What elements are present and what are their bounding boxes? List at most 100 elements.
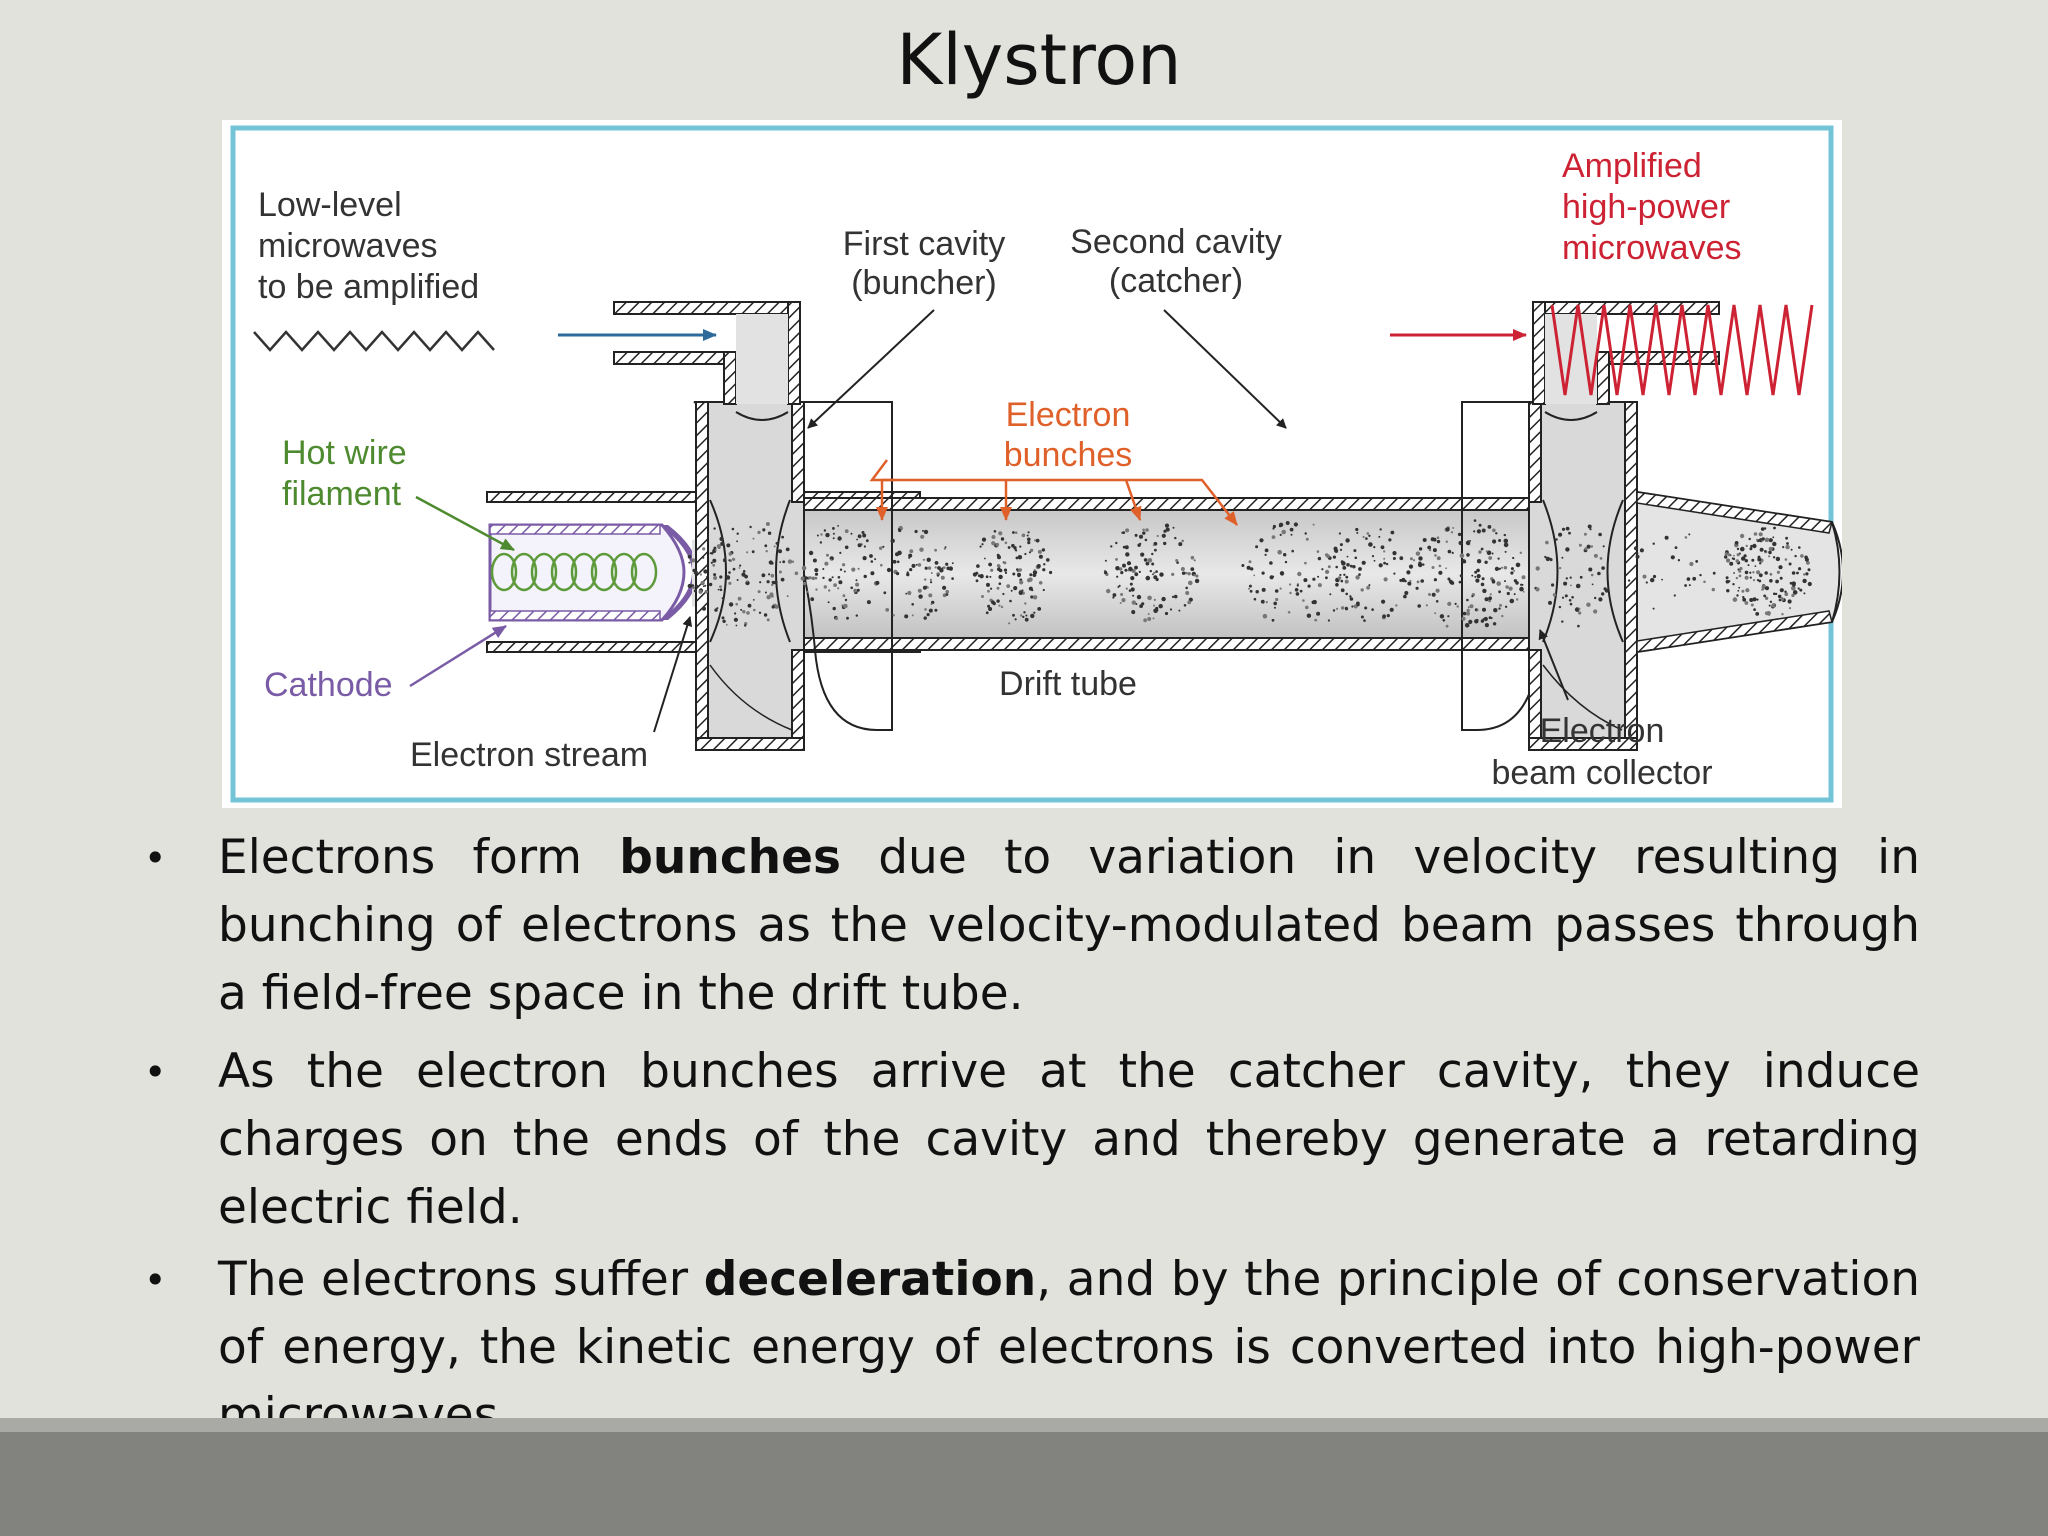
label-low-level-3: to be amplified [258, 268, 479, 306]
electron-dot [1586, 544, 1591, 549]
electron-dot [1356, 603, 1360, 607]
electron-dot [1345, 575, 1349, 579]
electron-dot [1011, 543, 1015, 548]
electron-dot [1734, 541, 1739, 545]
electron-dot [927, 566, 932, 570]
electron-dot [896, 572, 900, 576]
electron-dot [1409, 557, 1413, 561]
electron-dot [1275, 597, 1279, 602]
electron-dot [1586, 602, 1591, 607]
electron-dot [747, 603, 752, 608]
electron-dot [1439, 614, 1445, 619]
electron-dot [1046, 558, 1050, 562]
electron-dot [993, 530, 997, 533]
electron-dot [1578, 607, 1581, 610]
electron-dot [1277, 549, 1282, 555]
electron-dot [1134, 533, 1138, 537]
electron-dot [713, 573, 717, 577]
electron-dot [1805, 572, 1809, 576]
electron-dot [1343, 573, 1346, 576]
electron-dot [721, 597, 724, 600]
electron-dot [844, 598, 848, 602]
electron-dot [1018, 590, 1023, 595]
electron-dot [1151, 552, 1154, 556]
electron-dot [1492, 622, 1497, 626]
electron-dot [1345, 538, 1350, 543]
electron-dot [1195, 574, 1199, 578]
electron-dot [1489, 593, 1492, 596]
electron-dot [687, 554, 692, 559]
electron-dot [1366, 585, 1370, 590]
electron-dot [1552, 593, 1557, 597]
electron-dot [1627, 579, 1631, 582]
electron-dot [691, 558, 696, 563]
electron-dot [1776, 570, 1780, 574]
electron-dot [1147, 558, 1153, 563]
electron-dot [1593, 609, 1598, 614]
electron-dot [1033, 611, 1036, 614]
electron-dot [1337, 576, 1342, 580]
electron-dot [1745, 544, 1748, 548]
electron-dot [746, 580, 749, 583]
electron-dot [1388, 538, 1392, 542]
electron-dot [1462, 611, 1467, 616]
electron-dot [1750, 603, 1754, 607]
electron-dot [1409, 579, 1412, 583]
electron-dot [1474, 570, 1478, 574]
electron-dot [986, 582, 990, 587]
electron-dot [1503, 542, 1509, 548]
electron-dot [1297, 571, 1302, 577]
electron-dot [1115, 541, 1118, 545]
electron-dot [771, 583, 774, 587]
electron-dot [1327, 565, 1331, 569]
electron-dot [1803, 573, 1806, 576]
electron-dot [863, 545, 867, 548]
electron-dot [1181, 571, 1186, 575]
electron-dot [1785, 544, 1790, 550]
electron-dot [1445, 567, 1447, 570]
electron-dot [1779, 576, 1783, 580]
electron-dot [1495, 532, 1498, 535]
electron-dot [1185, 591, 1190, 595]
electron-dot [742, 610, 746, 614]
electron-dot [1492, 539, 1497, 544]
label-hot-wire-2: filament [282, 475, 402, 513]
electron-dot [929, 578, 933, 581]
electron-dot [875, 580, 880, 585]
electron-dot [1503, 533, 1507, 537]
electron-dot [1138, 570, 1141, 573]
electron-dot [1692, 576, 1697, 581]
electron-dot [728, 581, 732, 585]
electron-dot [1684, 584, 1687, 587]
electron-dot [1475, 578, 1480, 583]
label-electron-bunches-2: bunches [1004, 436, 1133, 474]
electron-dot [989, 575, 992, 578]
electron-dot [1544, 555, 1547, 559]
electron-dot [827, 601, 830, 604]
electron-dot [709, 552, 712, 555]
electron-dot [1042, 588, 1045, 592]
electron-dot [1505, 585, 1509, 589]
electron-dot [767, 531, 772, 535]
electron-dot [1807, 581, 1812, 587]
electron-dot [1018, 568, 1022, 572]
electron-dot [1787, 599, 1792, 604]
electron-dot [987, 604, 991, 608]
electron-dot [1340, 588, 1345, 593]
electron-dot [1599, 557, 1603, 560]
electron-dot [1351, 605, 1354, 608]
electron-dot [737, 596, 742, 601]
electron-dot [1383, 577, 1388, 582]
electron-dot [811, 576, 815, 581]
label-electron-bunches-1: Electron [1006, 396, 1131, 434]
bullet-1-before: Electrons form [218, 830, 620, 885]
electron-dot [1484, 623, 1489, 628]
electron-dot [1132, 594, 1135, 597]
electron-dot [1159, 572, 1164, 577]
electron-dot [1487, 525, 1492, 529]
electron-dot [909, 549, 914, 554]
electron-dot [822, 568, 825, 570]
electron-dot [762, 528, 766, 532]
output-wave-icon [1550, 304, 1814, 396]
electron-dot [1358, 573, 1361, 576]
